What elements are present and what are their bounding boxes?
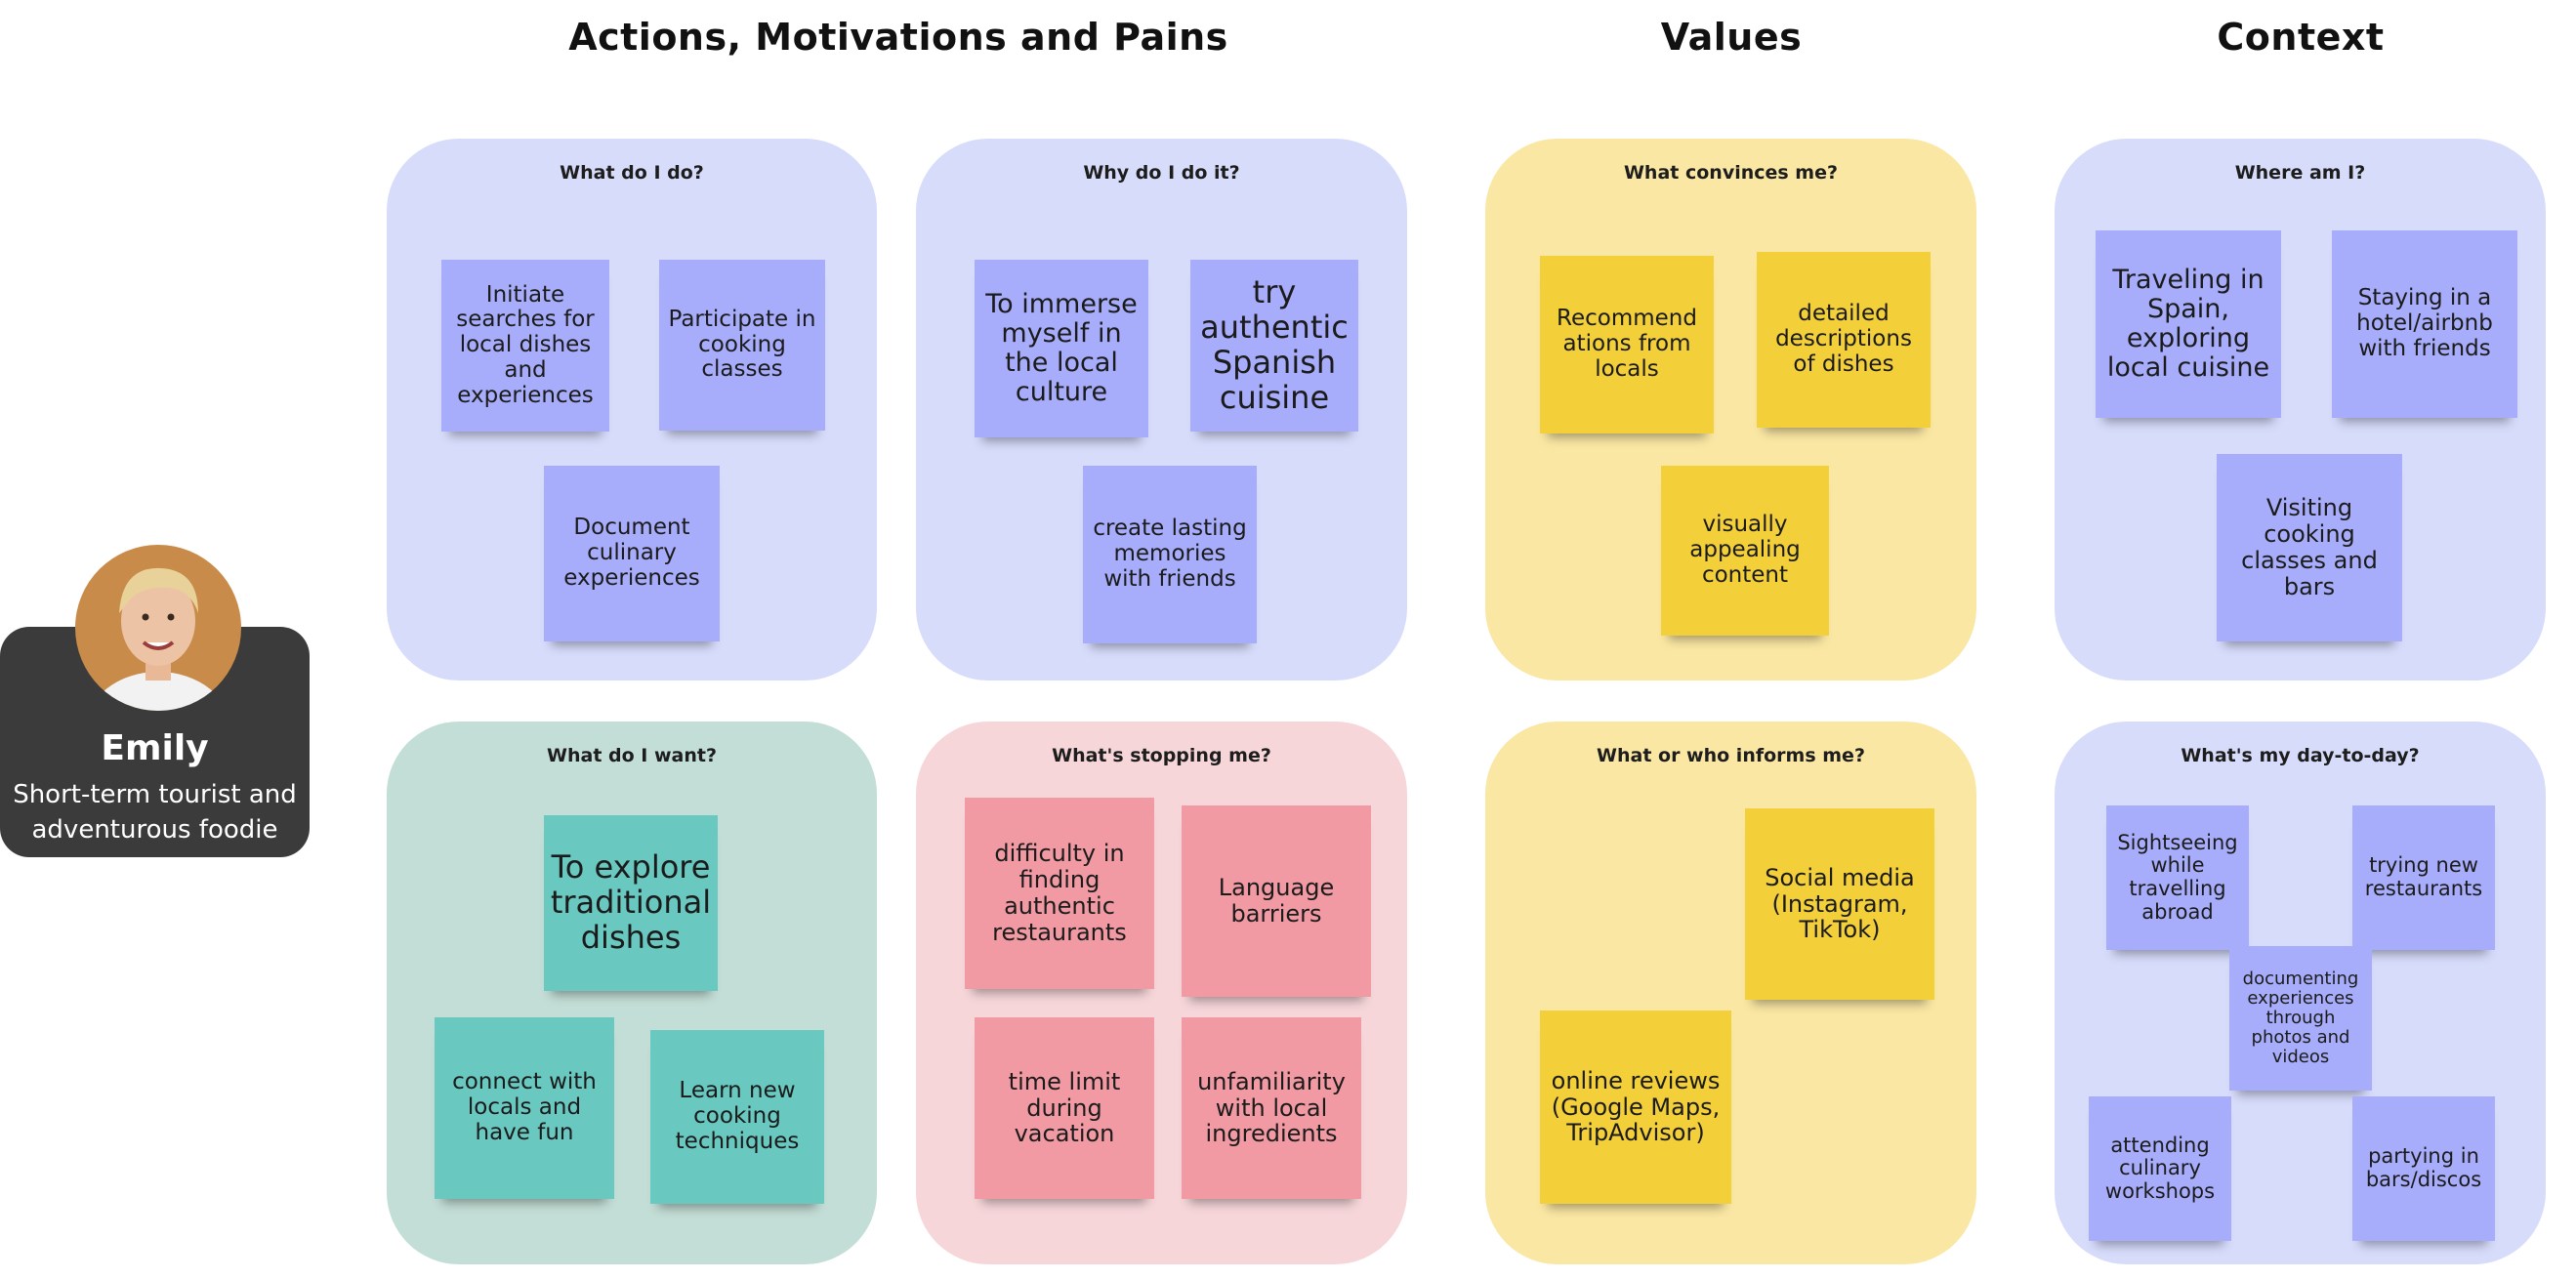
sticky-note[interactable]: To immerse myself in the local culture xyxy=(975,260,1148,437)
sticky-note[interactable]: visually appealing content xyxy=(1661,466,1829,636)
sticky-note[interactable]: Staying in a hotel/airbnb with friends xyxy=(2332,230,2517,418)
sticky-note[interactable]: unfamiliarity with local ingredients xyxy=(1182,1017,1361,1199)
persona-name: Emily xyxy=(101,728,209,768)
section-title-context: Context xyxy=(2217,16,2385,59)
panel-whats-stopping-me: What's stopping me? difficulty in findin… xyxy=(916,722,1407,1264)
sticky-note[interactable]: trying new restaurants xyxy=(2352,805,2495,950)
sticky-note[interactable]: documenting experiences through photos a… xyxy=(2229,946,2372,1091)
panel-label: What's my day-to-day? xyxy=(2181,745,2420,766)
panel-why-do-i-do-it: Why do I do it? To immerse myself in the… xyxy=(916,139,1407,681)
sticky-note[interactable]: partying in bars/discos xyxy=(2352,1096,2495,1241)
sticky-note[interactable]: Sightseeing while travelling abroad xyxy=(2106,805,2249,950)
section-title-actions-motivations-pains: Actions, Motivations and Pains xyxy=(568,16,1228,59)
panel-label: What do I do? xyxy=(560,162,704,184)
sticky-note[interactable]: Learn new cooking techniques xyxy=(650,1030,824,1204)
sticky-note[interactable]: Traveling in Spain, exploring local cuis… xyxy=(2096,230,2281,418)
sticky-note[interactable]: time limit during vacation xyxy=(975,1017,1154,1199)
panel-label: What's stopping me? xyxy=(1052,745,1271,766)
sticky-note[interactable]: create lasting memories with friends xyxy=(1083,466,1257,643)
sticky-note[interactable]: Document culinary experiences xyxy=(544,466,720,641)
section-title-values: Values xyxy=(1660,16,1803,59)
sticky-note[interactable]: online reviews (Google Maps, TripAdvisor… xyxy=(1540,1011,1731,1204)
sticky-note[interactable]: To explore traditional dishes xyxy=(544,815,718,991)
panel-where-am-i: Where am I? Traveling in Spain, explorin… xyxy=(2055,139,2546,681)
sticky-note[interactable]: try authentic Spanish cuisine xyxy=(1190,260,1358,432)
sticky-note[interactable]: connect with locals and have fun xyxy=(435,1017,614,1199)
panel-what-convinces-me: What convinces me? Recommend ations from… xyxy=(1485,139,1976,681)
panel-label: What or who informs me? xyxy=(1597,745,1865,766)
panel-label: Why do I do it? xyxy=(1083,162,1240,184)
sticky-note[interactable]: Initiate searches for local dishes and e… xyxy=(441,260,609,432)
panel-label: What do I want? xyxy=(547,745,717,766)
panel-what-do-i-do: What do I do? Initiate searches for loca… xyxy=(387,139,877,681)
panel-label: What convinces me? xyxy=(1623,162,1839,184)
panel-label: Where am I? xyxy=(2234,162,2366,184)
sticky-note[interactable]: Recommend ations from locals xyxy=(1540,256,1714,433)
sticky-note[interactable]: attending culinary workshops xyxy=(2089,1096,2231,1241)
panel-whats-my-day-to-day: What's my day-to-day? Sightseeing while … xyxy=(2055,722,2546,1264)
persona-description: Short-term tourist and adventurous foodi… xyxy=(13,780,297,846)
sticky-note[interactable]: Language barriers xyxy=(1182,805,1371,997)
panel-what-or-who-informs-me: What or who informs me? Social media (In… xyxy=(1485,722,1976,1264)
sticky-note[interactable]: Social media (Instagram, TikTok) xyxy=(1745,808,1934,1000)
sticky-note[interactable]: detailed descriptions of dishes xyxy=(1757,252,1931,428)
panel-what-do-i-want: What do I want? To explore traditional d… xyxy=(387,722,877,1264)
sticky-note[interactable]: Participate in cooking classes xyxy=(659,260,825,431)
avatar[interactable] xyxy=(75,545,241,711)
sticky-note[interactable]: difficulty in finding authentic restaura… xyxy=(965,798,1154,989)
person-avatar-icon xyxy=(75,545,241,711)
sticky-note[interactable]: Visiting cooking classes and bars xyxy=(2217,454,2402,641)
